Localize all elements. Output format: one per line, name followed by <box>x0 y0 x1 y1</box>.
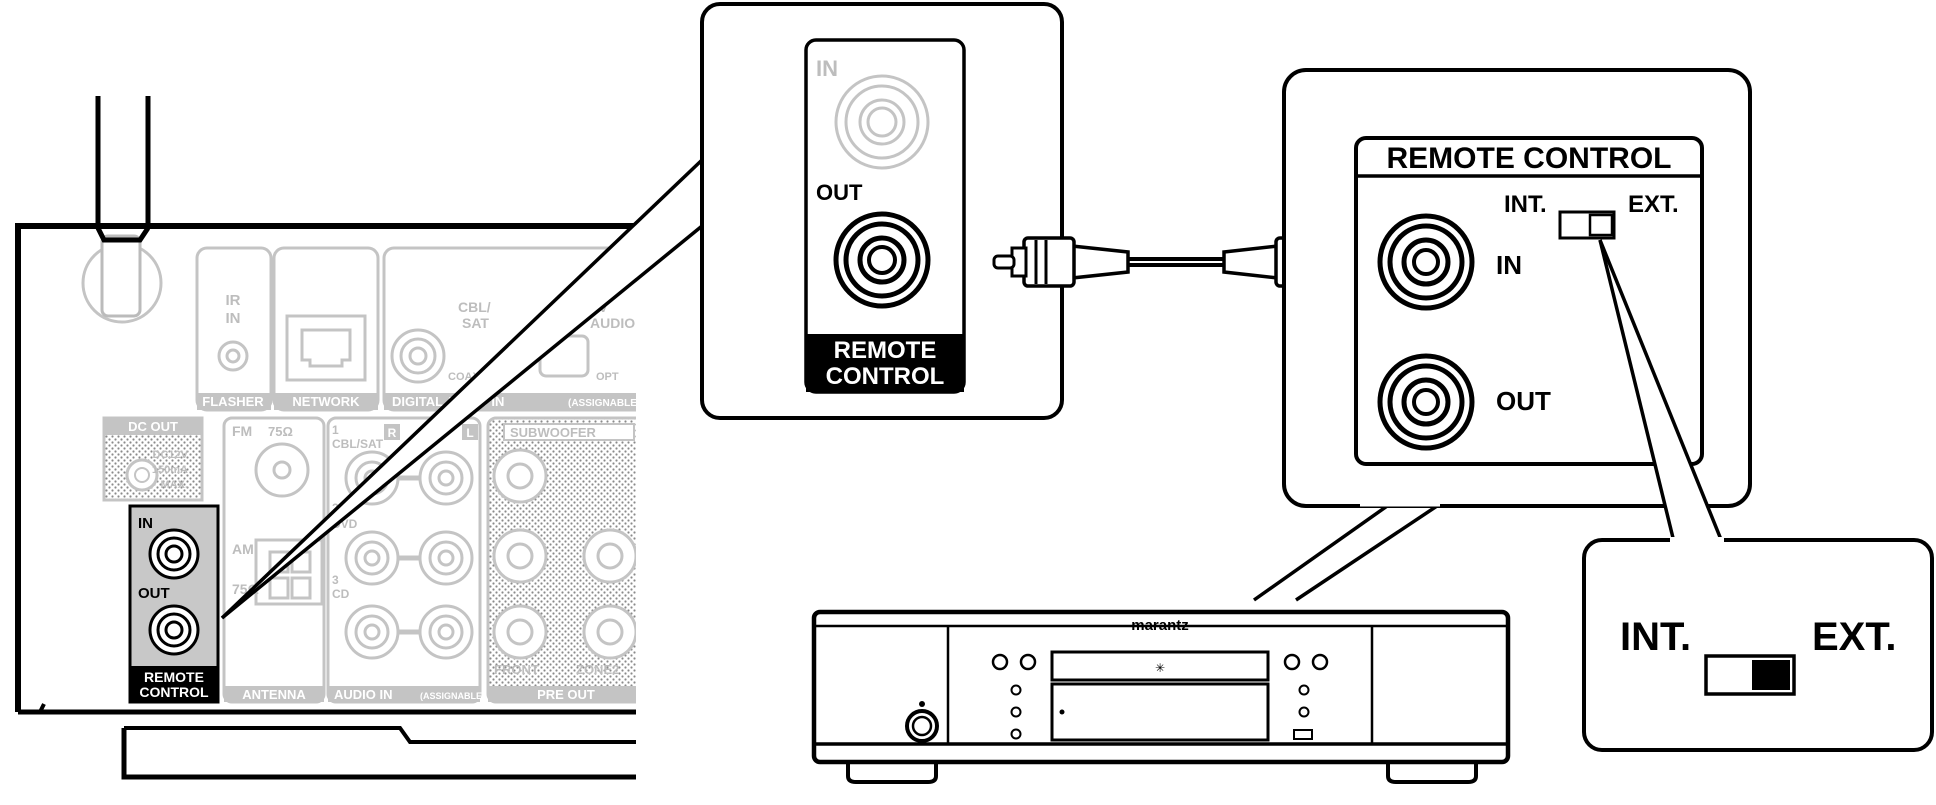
flasher-label: FLASHER <box>202 394 264 409</box>
svg-text:OUT: OUT <box>816 180 863 205</box>
am-antenna-terminal <box>254 538 324 606</box>
fm-antenna-jack <box>254 442 310 498</box>
svg-text:CBL/: CBL/ <box>458 299 491 315</box>
receiver-remote-control-section: IN OUT REMOTE CONTROL <box>128 504 220 704</box>
player-remote-in-jack <box>1377 213 1475 311</box>
svg-text:DC12V: DC12V <box>153 449 189 461</box>
zoom-out-jack <box>833 211 931 309</box>
svg-text:CBL/SAT: CBL/SAT <box>332 437 384 451</box>
pre-out-label: PRE OUT <box>537 687 595 702</box>
disc-tray <box>1050 650 1270 682</box>
svg-text:IN: IN <box>1496 250 1522 280</box>
svg-text:AM: AM <box>232 541 254 557</box>
svg-text:REMOTE: REMOTE <box>834 337 937 364</box>
player-remote-title: REMOTE CONTROL <box>1387 142 1672 175</box>
left-button-1 <box>991 653 1009 671</box>
ir-label: IR <box>226 292 241 309</box>
svg-text:FRONT: FRONT <box>494 662 539 677</box>
svg-text:75Ω: 75Ω <box>268 424 293 439</box>
player-zoom-callout: REMOTE CONTROL INT. EXT. IN OUT <box>1252 68 1752 602</box>
front-display <box>1050 682 1270 742</box>
svg-text:REMOTE: REMOTE <box>144 669 204 685</box>
svg-text:(ASSIGNABLE): (ASSIGNABLE) <box>420 691 485 701</box>
audio-in-jacks <box>344 450 474 660</box>
svg-text:AUDIO: AUDIO <box>590 315 635 331</box>
network-port <box>285 314 367 382</box>
switch-zoom-callout: INT. EXT. <box>1582 239 1934 752</box>
svg-text:CD: CD <box>332 587 350 601</box>
svg-text:ZONE2: ZONE2 <box>576 662 619 677</box>
svg-text:✳: ✳ <box>1155 661 1165 675</box>
svg-text:1: 1 <box>332 423 339 437</box>
player-remote-out-jack <box>1377 353 1475 451</box>
receiver-zoom-callout: IN OUT REMOTE CONTROL <box>220 2 1064 620</box>
left-button-2 <box>1019 653 1037 671</box>
cd-player: marantz ✳ <box>811 609 1511 784</box>
svg-text:IN: IN <box>816 56 838 81</box>
svg-text:INT.: INT. <box>1504 191 1547 218</box>
svg-text:OUT: OUT <box>138 585 170 602</box>
coax-jack <box>390 328 446 384</box>
svg-text:3: 3 <box>332 573 339 587</box>
svg-text:CONTROL: CONTROL <box>139 684 209 700</box>
svg-text:OPT: OPT <box>596 371 619 383</box>
svg-text:CONTROL: CONTROL <box>826 363 945 390</box>
receiver-chassis <box>15 223 636 712</box>
audio-in-label: AUDIO IN <box>334 687 393 702</box>
brand-logo: marantz <box>1131 617 1189 634</box>
svg-text:FM: FM <box>232 423 252 439</box>
svg-text:IN: IN <box>226 310 241 327</box>
svg-text:SAT: SAT <box>462 315 489 331</box>
zoom-in-jack-faded <box>834 74 930 170</box>
svg-text:EXT.: EXT. <box>1628 191 1679 218</box>
svg-text:150mA: 150mA <box>152 464 188 476</box>
svg-text:INT.: INT. <box>1620 615 1691 659</box>
right-button-1 <box>1283 653 1301 671</box>
antenna-label: ANTENNA <box>242 687 306 702</box>
ir-in-jack <box>217 340 249 372</box>
antenna-icon <box>81 96 163 324</box>
dc-out-label: DC OUT <box>128 419 178 434</box>
usb-port <box>1293 729 1313 740</box>
right-button-2 <box>1311 653 1329 671</box>
receiver-rear-panel: IR IN FLASHER NETWORK CBL/ SAT COAX TV A… <box>15 96 640 780</box>
network-label: NETWORK <box>292 394 360 409</box>
svg-text:R: R <box>388 426 397 440</box>
svg-text:L: L <box>466 426 473 440</box>
svg-text:MAX.: MAX. <box>161 479 189 491</box>
svg-text:SUBWOOFER: SUBWOOFER <box>510 425 597 440</box>
svg-text:IN: IN <box>138 515 153 532</box>
svg-text:EXT.: EXT. <box>1812 615 1896 659</box>
pre-out-jacks <box>492 448 636 660</box>
svg-text:(ASSIGNABLE): (ASSIGNABLE) <box>568 398 640 409</box>
svg-text:OUT: OUT <box>1496 386 1551 416</box>
